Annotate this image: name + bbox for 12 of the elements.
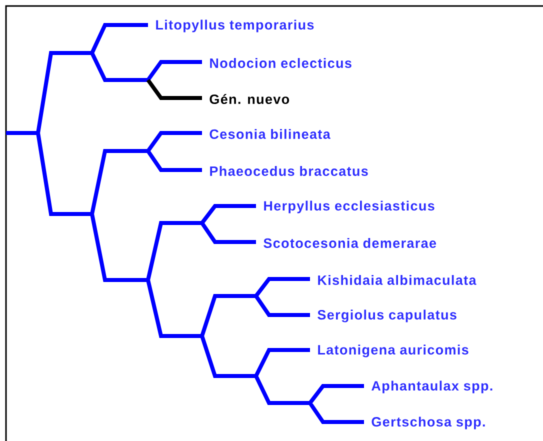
taxon-label: Latonigena auricomis — [318, 344, 468, 358]
taxon-label: Gén. nuevo — [210, 94, 290, 104]
taxon-label: Herpyllus ecclesiasticus — [264, 200, 434, 214]
taxon-label: Phaeocedus braccatus — [210, 166, 368, 176]
taxon-label: Sergiolus capulatus — [318, 310, 456, 322]
taxon-label: Scotocesonia demerarae — [264, 238, 436, 248]
taxon-label: Nodocion eclecticus — [210, 58, 352, 68]
taxon-label: Cesonia bilineata — [210, 129, 330, 139]
taxon-label: Gertschosa spp. — [372, 416, 485, 430]
taxon-label: Kishidaia albimaculata — [318, 275, 476, 285]
taxon-label: Litopyllus temporarius — [156, 20, 314, 32]
taxon-label: Aphantaulax spp. — [372, 380, 492, 394]
